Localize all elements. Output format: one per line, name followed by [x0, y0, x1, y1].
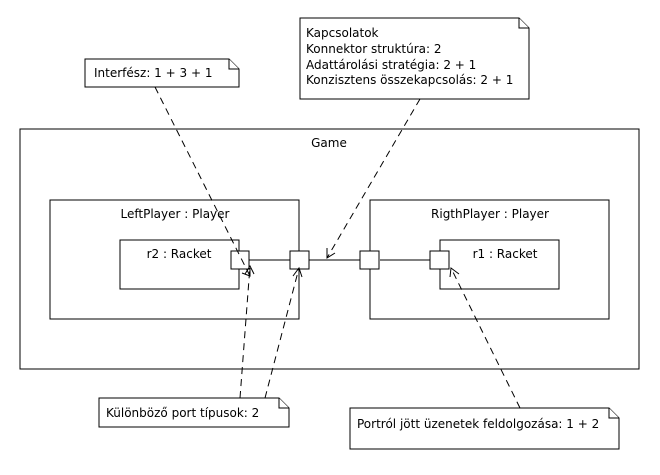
arrow-message-handling-to-r1-port — [449, 267, 460, 278]
note-connections-line-3: Adattárolási stratégia: 2 + 1 — [306, 58, 476, 72]
note-connections-line-4: Konzisztens összekapcsolás: 2 + 1 — [306, 73, 513, 87]
note-message-handling-line-1: Portról jött üzenetek feldolgozása: 1 + … — [357, 417, 599, 431]
left-player-label: LeftPlayer : Player — [121, 207, 230, 221]
arrow-connections-to-connector — [326, 248, 336, 259]
arrow-port-types-to-r2-port — [244, 264, 255, 275]
note-interface-fold — [228, 59, 239, 70]
note-connections-line-1: Kapcsolatok — [306, 26, 379, 40]
anchor-port-types-to-left-port — [264, 267, 300, 399]
r1-racket-part — [439, 239, 560, 290]
note-message-handling — [349, 407, 620, 450]
arrow-interface-to-r2-port — [241, 268, 251, 277]
arrow-port-types-to-left-port — [292, 266, 303, 278]
left-player-port — [289, 250, 310, 270]
note-connections — [299, 17, 530, 100]
right-player-port — [359, 250, 380, 270]
note-connections-fold — [518, 18, 529, 29]
r1-racket-label: r1 : Racket — [473, 247, 538, 261]
right-player-label: RigthPlayer : Player — [431, 207, 549, 221]
note-port-types-fold — [278, 398, 289, 409]
note-interface-line-1: Interfész: 1 + 3 + 1 — [94, 66, 212, 80]
note-connections-line-2: Konnektor struktúra: 2 — [306, 42, 442, 56]
r2-racket-part — [119, 239, 240, 290]
r2-port — [230, 250, 250, 270]
r2-racket-label: r2 : Racket — [147, 247, 212, 261]
r1-port — [429, 250, 450, 270]
note-message-handling-fold — [608, 408, 619, 419]
game-part-label: Game — [311, 136, 347, 150]
note-port-types-line-1: Különböző port típusok: 2 — [106, 406, 259, 420]
anchor-connections-to-connector — [326, 98, 421, 259]
note-port-types — [98, 397, 290, 428]
anchor-message-handling-to-r1-port — [450, 267, 521, 409]
anchor-port-types-to-r2-port — [239, 265, 251, 399]
note-interface — [84, 58, 240, 88]
